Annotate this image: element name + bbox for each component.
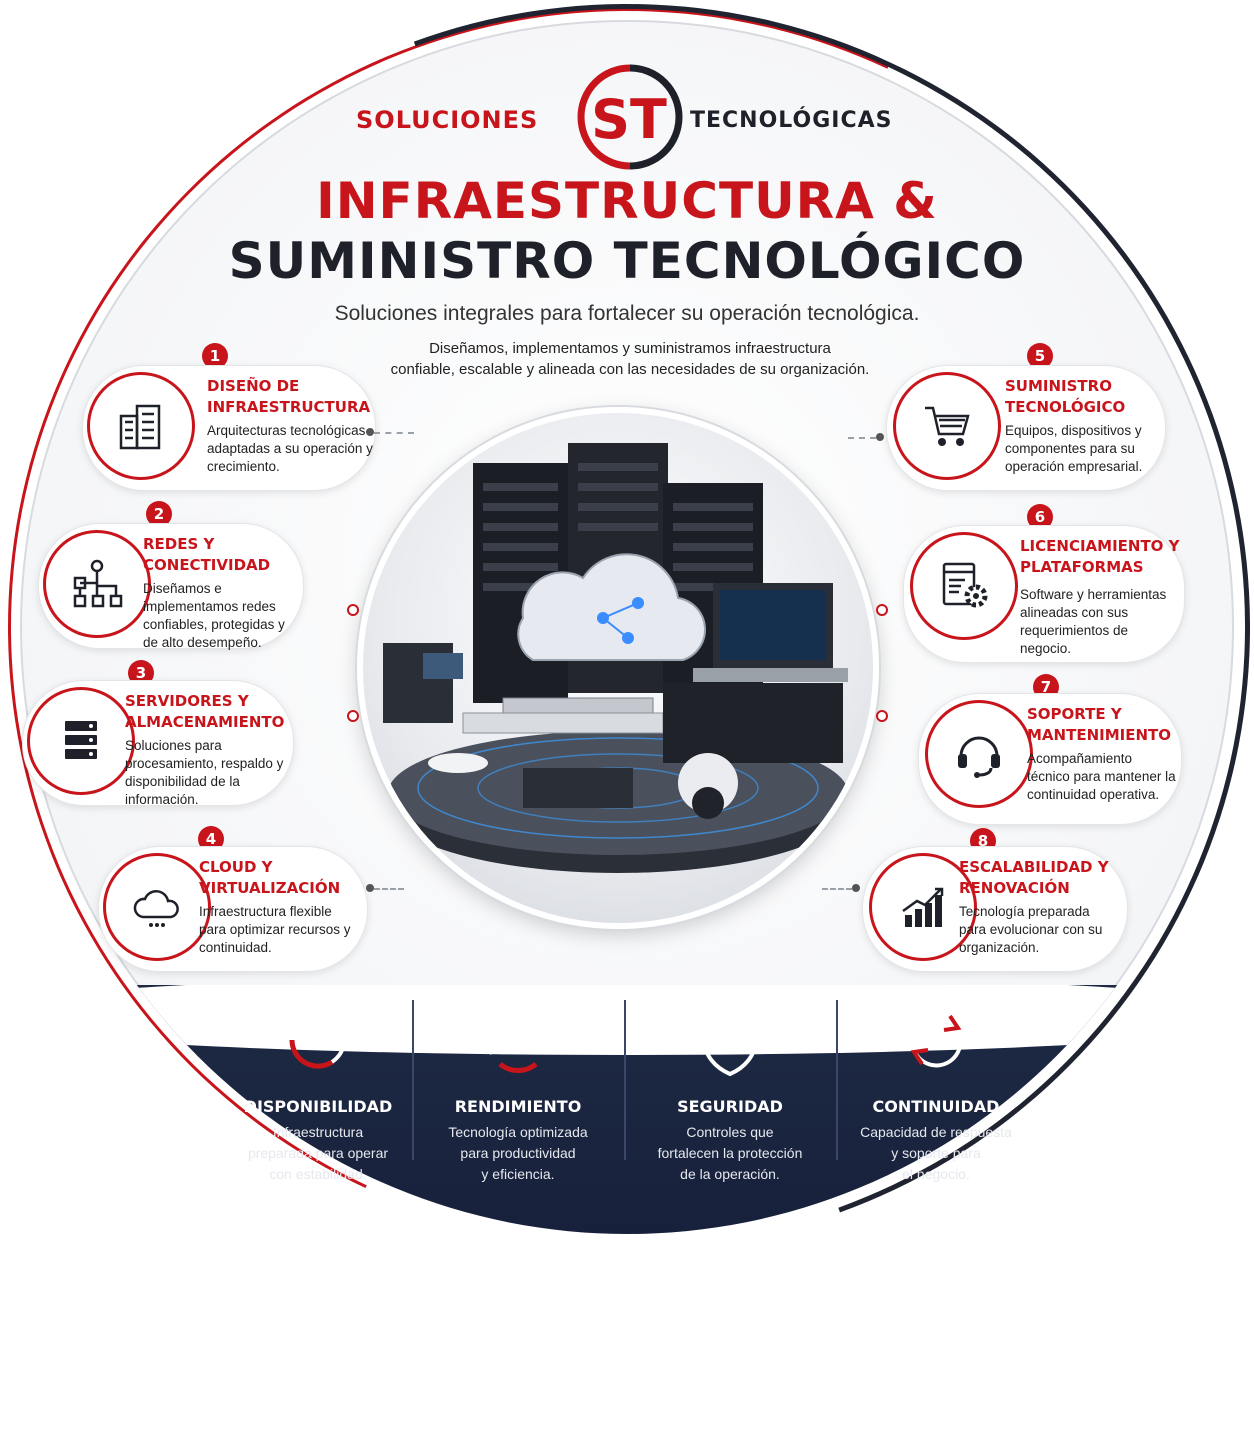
service-title-6: LICENCIAMIENTO Y PLATAFORMAS [1020,537,1180,576]
central-infrastructure-illustration [357,407,879,929]
service-title-3: SERVIDORES Y ALMACENAMIENTO [125,692,285,731]
connector-line [374,432,414,434]
pillar-text-line: y soporte para [891,1145,981,1161]
brand-logo: SOLUCIONES ST TECNOLÓGICAS [0,62,1254,172]
connector-line [848,437,876,439]
clock-icon [289,1012,346,1069]
connector-dot [876,433,884,441]
service-text-5: Equipos, dispositivos y componentes para… [1005,423,1143,474]
pillar-performance: RENDIMIENTO Tecnología optimizada para p… [418,1000,618,1185]
pillar-title-2: RENDIMIENTO [454,1097,582,1116]
service-title-2: REDES Y CONECTIVIDAD [143,535,271,574]
buildings-icon [87,372,195,480]
pillar-divider [624,1000,626,1160]
datacenter-illustration [383,443,853,873]
connector-dot [852,884,860,892]
monogram-text: ST [591,88,667,151]
connector-dot [876,710,888,722]
service-card-design[interactable]: DISEÑO DE INFRAESTRUCTURA Arquitecturas … [82,365,376,491]
brand-left-word: SOLUCIONES [356,106,539,134]
network-icon [43,530,151,638]
service-card-licensing[interactable]: LICENCIAMIENTO Y PLATAFORMAS Software y … [903,525,1185,663]
pillar-text-line: Controles que [686,1124,774,1140]
gauge-icon [488,1013,548,1073]
title-line-1: INFRAESTRUCTURA & [316,172,938,230]
service-text-1: Arquitecturas tecnológicas adaptadas a s… [207,423,373,474]
service-title-4: CLOUD Y VIRTUALIZACIÓN [199,858,341,897]
pillar-text-line: Capacidad de respuesta [860,1124,1012,1140]
service-title-1: DISEÑO DE INFRAESTRUCTURA [207,377,371,416]
pillar-text-4: Capacidad de respuesta y soporte para el… [836,1122,1036,1185]
service-card-support[interactable]: SOPORTE Y MANTENIMIENTO Acompañamiento t… [918,693,1182,825]
service-card-cloud[interactable]: CLOUD Y VIRTUALIZACIÓN Infraestructura f… [98,846,368,972]
page-description: Diseñamos, implementamos y suministramos… [375,338,885,380]
headset-icon [925,700,1033,808]
service-number-2: 2 [146,501,172,527]
pillar-text-3: Controles que fortalecen la protección d… [630,1122,830,1185]
pillar-title-3: SEGURIDAD [677,1097,783,1116]
service-title-8: ESCALABILIDAD Y RENOVACIÓN [959,858,1109,897]
service-title-7: SOPORTE Y MANTENIMIENTO [1027,705,1171,744]
shield-lock-icon [702,1003,758,1077]
pillar-text-line: para productividad [460,1145,576,1161]
pillar-title-1: DISPONIBILIDAD [243,1097,393,1116]
pillar-title-4: CONTINUIDAD [872,1097,1000,1116]
pillar-security: SEGURIDAD Controles que fortalecen la pr… [630,1000,830,1185]
server-icon [27,687,135,795]
description-line-2: confiable, escalable y alineada con las … [390,361,870,378]
pillar-divider [836,1000,838,1160]
pillar-text-line: fortalecen la protección [657,1145,803,1161]
growth-chart-icon [869,853,977,961]
pillar-availability: DISPONIBILIDAD Infraestructura preparada… [218,1000,418,1185]
service-card-networks[interactable]: REDES Y CONECTIVIDAD Diseñamos e impleme… [38,523,304,650]
service-text-7: Acompañamiento técnico para mantener la … [1027,751,1176,802]
pillar-text-line: de la operación. [680,1166,780,1182]
service-text-4: Infraestructura flexible para optimizar … [199,904,351,955]
description-line-1: Diseñamos, implementamos y suministramos… [429,340,831,357]
service-number-1: 1 [202,343,228,369]
software-gear-icon [910,532,1018,640]
service-text-2: Diseñamos e implementamos redes confiabl… [143,581,285,650]
title-line-2: SUMINISTRO TECNOLÓGICO [228,232,1026,290]
cloud-icon [103,853,211,961]
service-card-scalability[interactable]: ESCALABILIDAD Y RENOVACIÓN Tecnología pr… [862,846,1128,972]
refresh-icon [910,1012,962,1068]
service-title-5: SUMINISTRO TECNOLÓGICO [1005,377,1126,416]
pillar-text-line: y eficiencia. [481,1166,555,1182]
pillar-text-line: con estabilidad. [269,1166,367,1182]
connector-dot [366,428,374,436]
connector-dot [347,604,359,616]
service-text-8: Tecnología preparada para evolucionar co… [959,904,1103,955]
pillar-text-line: el negocio. [902,1166,970,1182]
pillar-text-line: Infraestructura [272,1124,364,1140]
service-number-5: 5 [1027,343,1053,369]
pillar-text-line: preparada para operar [247,1145,389,1161]
st-monogram-logo: ST [577,64,683,170]
service-card-supply[interactable]: SUMINISTRO TECNOLÓGICO Equipos, disposit… [886,365,1166,491]
cart-icon [893,372,1001,480]
pillar-divider [412,1000,414,1160]
service-text-3: Soluciones para procesamiento, respaldo … [125,738,284,807]
connector-line [822,888,852,890]
connector-dot [366,884,374,892]
pillar-continuity: CONTINUIDAD Capacidad de respuesta y sop… [836,1000,1036,1185]
connector-line [374,888,404,890]
brand-right-word: TECNOLÓGICAS [690,108,893,133]
connector-dot [876,604,888,616]
pillar-text-1: Infraestructura preparada para operar co… [218,1122,418,1185]
pillar-text-line: Tecnología optimizada [448,1124,588,1140]
pillar-text-2: Tecnología optimizada para productividad… [418,1122,618,1185]
service-text-6: Software y herramientas alineadas con su… [1020,587,1167,656]
bottom-pillars-band [20,985,1234,1234]
service-card-servers[interactable]: SERVIDORES Y ALMACENAMIENTO Soluciones p… [22,680,294,807]
page-subtitle: Soluciones integrales para fortalecer su… [334,302,920,325]
connector-dot [347,710,359,722]
